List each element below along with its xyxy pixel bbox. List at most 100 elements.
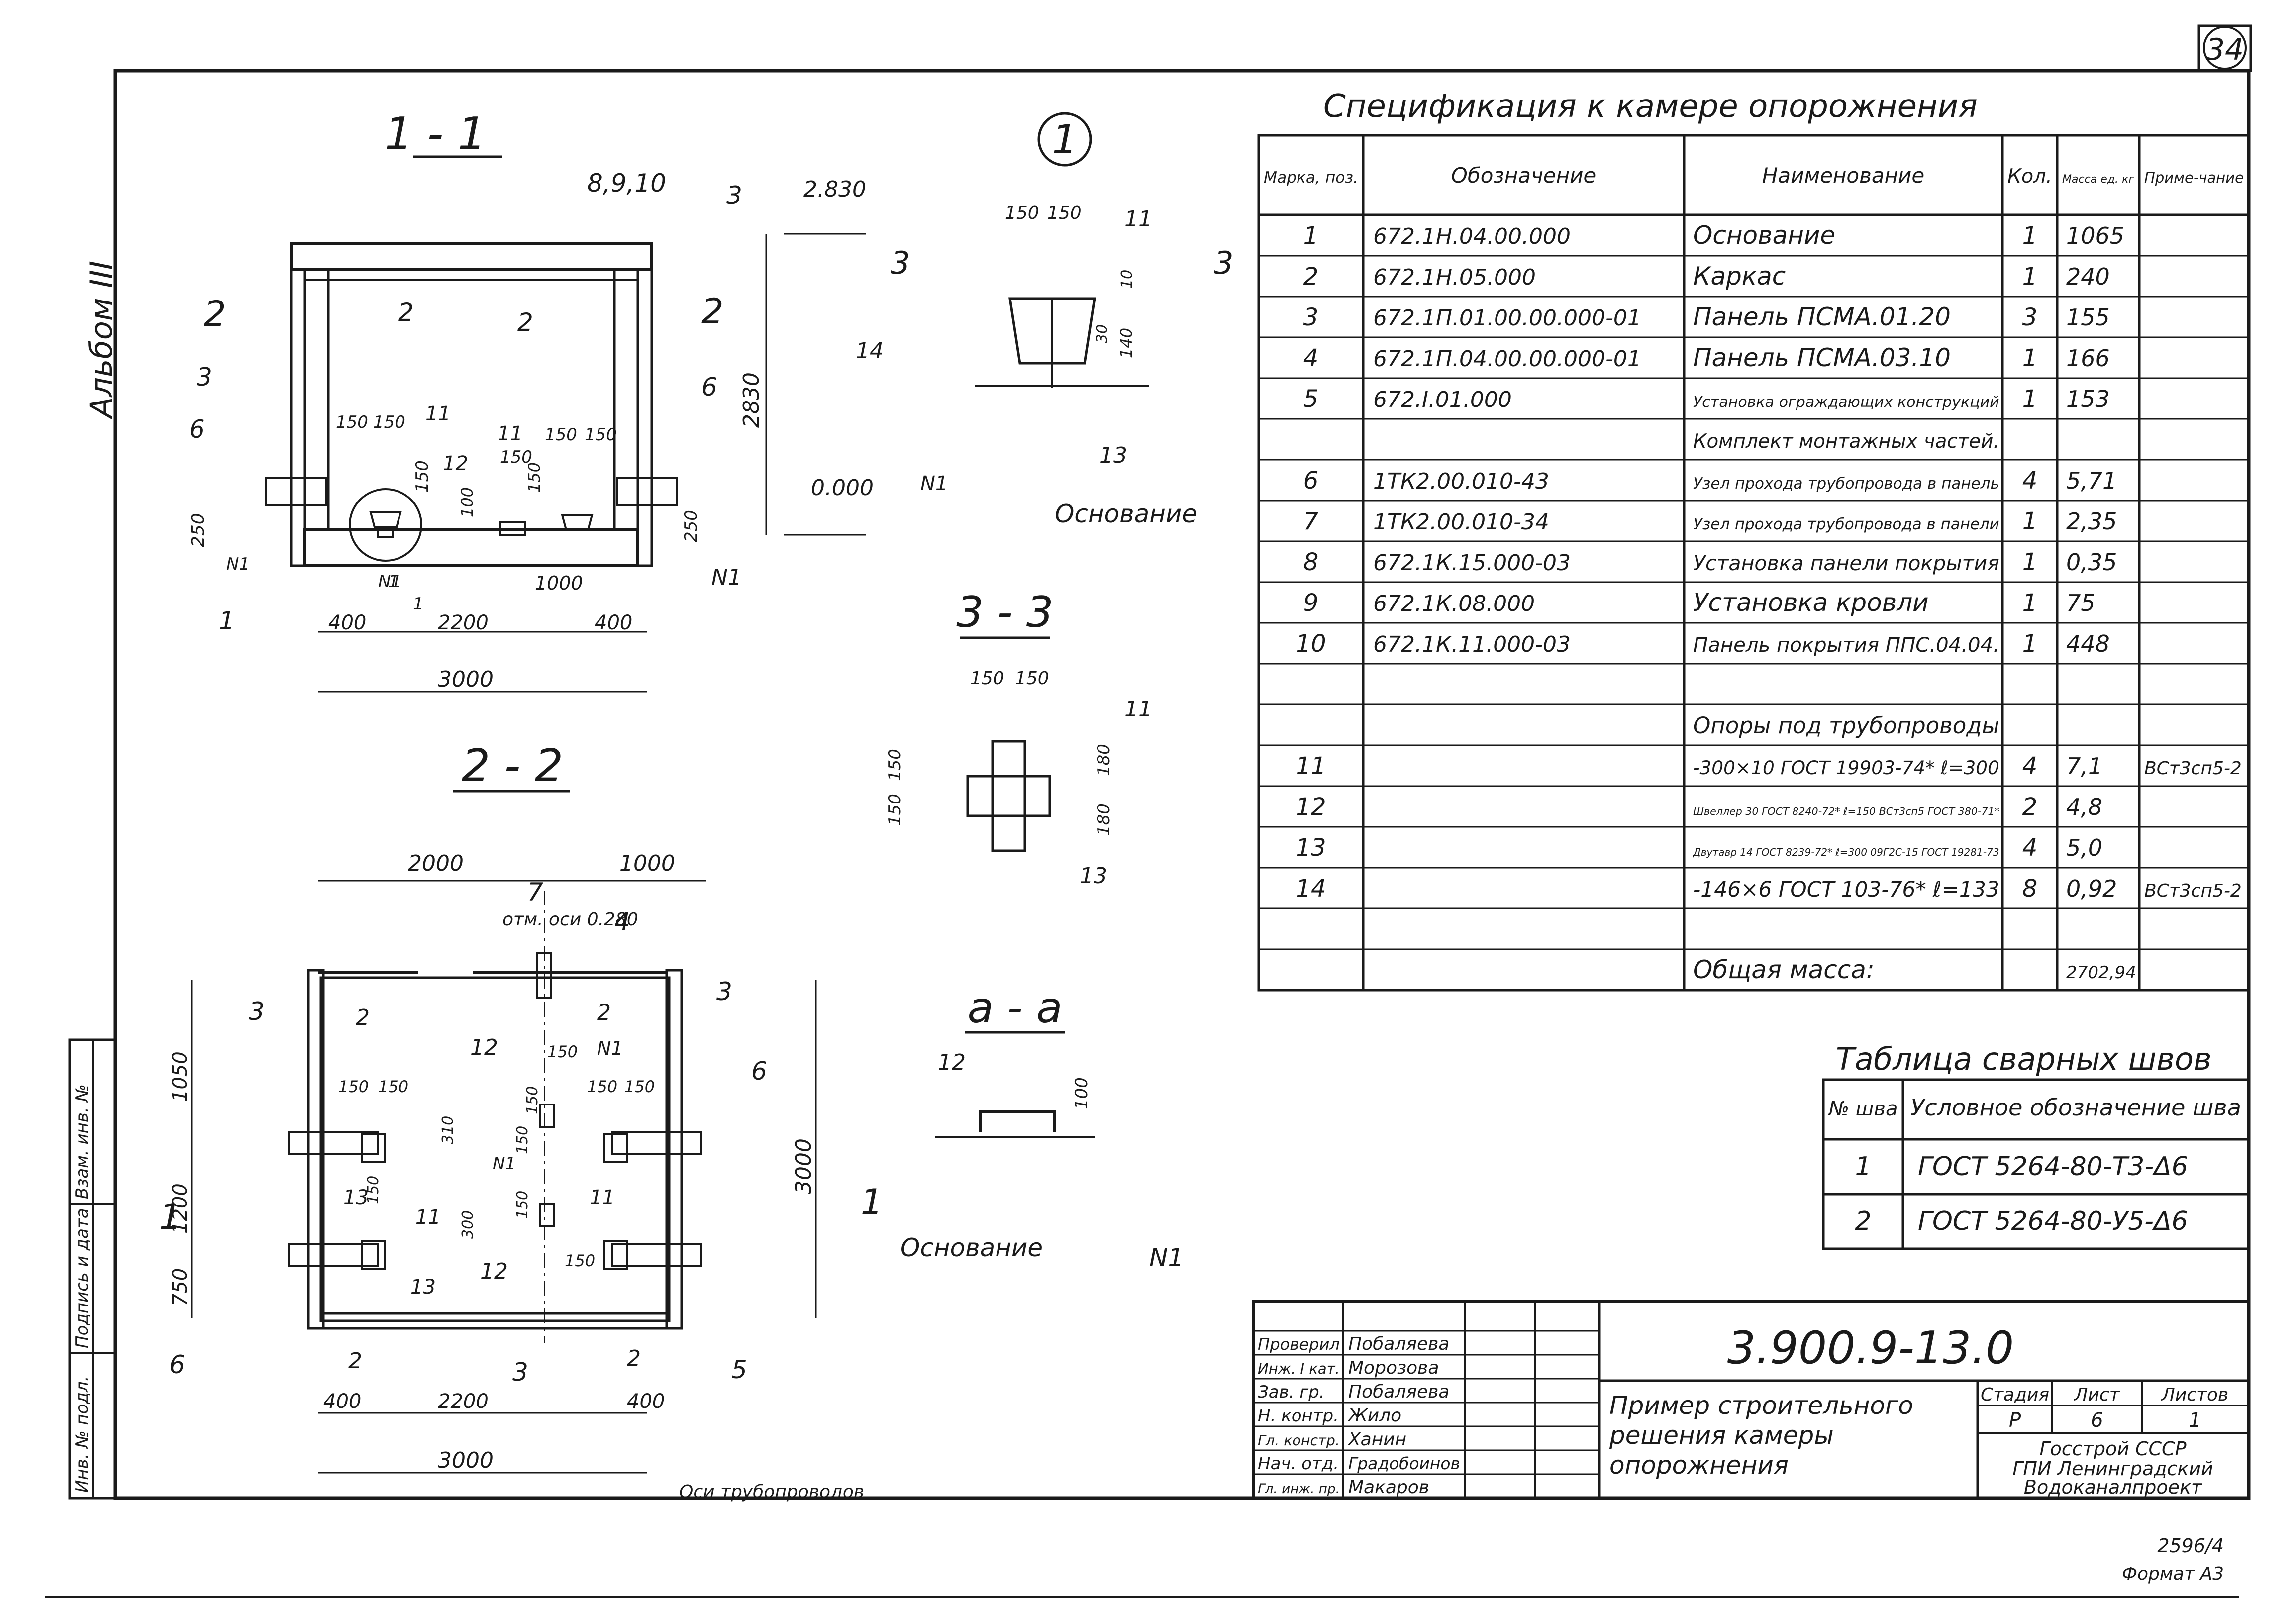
side-stamp-replace: Взам. инв. № (72, 1084, 92, 1199)
spec-cell-pos: 5 (1303, 385, 1319, 413)
spec-cell-code: 672.I.01.000 (1373, 387, 1512, 412)
doc-description: Пример строительного решения камеры опор… (1609, 1391, 1913, 1480)
s22-dim-150e: 150 (624, 1077, 655, 1096)
s22-label-3c: 3 (512, 1358, 528, 1387)
spec-cell-qty: 4 (2022, 834, 2038, 862)
weld-code: ГОСТ 5264-80-У5-Δ6 (1918, 1206, 2188, 1236)
s22-label-6a: 6 (751, 1057, 767, 1086)
spec-cell-code: 672.1Н.04.00.000 (1373, 224, 1571, 249)
s11-label-1b: 1 (413, 594, 424, 614)
s11-dim-3000: 3000 (438, 667, 494, 692)
spec-cell-note: ВСт3сп5-2 (2144, 758, 2242, 779)
spec-header-1: Обозначение (1451, 163, 1596, 188)
node-1-label-base: Основание (1055, 500, 1197, 528)
s11-dim-400a: 400 (328, 611, 366, 634)
spec-header-3: Кол. (2007, 165, 2052, 188)
doc-number: 3.900.9-13.0 (1727, 1322, 2014, 1374)
s22-label-2a: 2 (356, 1005, 370, 1030)
s22-label-pipe-axes: Оси трубопроводов (679, 1482, 864, 1502)
s22-label-12b: 12 (480, 1259, 508, 1284)
node-1: 1 11 14 13 N1 Основание 3 3 150 150 10 3… (856, 112, 1233, 528)
spec-cell-code: 672.1Н.05.000 (1373, 265, 1536, 290)
weld-code: ГОСТ 5264-80-Т3-Δ6 (1918, 1152, 2188, 1182)
signature-row: Гл. констр.Ханин (1258, 1429, 1406, 1450)
spec-header-0: Марка, поз. (1264, 169, 1358, 187)
s22-dim-750: 750 (169, 1268, 192, 1306)
s11-dim-2200: 2200 (438, 611, 489, 634)
aa-label-base: Основание (900, 1233, 1043, 1262)
signature-name: Жило (1347, 1406, 1401, 1426)
spec-cell-mass: 153 (2066, 386, 2110, 412)
s33-label-11: 11 (1124, 697, 1152, 722)
spec-cell-mass: 4,8 (2066, 794, 2102, 820)
s22-label-13b: 13 (410, 1276, 436, 1299)
spec-cell-mass: 2,35 (2066, 508, 2117, 535)
section-3-3-title: 3 - 3 (956, 588, 1053, 637)
s22-dim-3000v: 3000 (791, 1138, 816, 1194)
spec-cell-mass: 0,35 (2066, 549, 2117, 576)
section-1-1: 1 - 1 8,9,10 3 2 2 3 6 6 2 2 1 (188, 108, 874, 693)
spec-cell-code: 672.1К.11.000-03 (1373, 632, 1571, 657)
node-1-dim-10: 10 (1118, 270, 1136, 289)
spec-title: Спецификация к камере опорожнения (1323, 88, 1978, 125)
s11-label-11b: 11 (498, 422, 523, 445)
side-stamp-inv: Инв. № подл. (72, 1376, 92, 1493)
spec-cell-name: Панель ПСМА.01.20 (1693, 302, 1951, 331)
s33-dim-150b: 150 (1015, 668, 1049, 689)
s11-label-6a: 6 (189, 415, 205, 444)
s11-label-1c: 1 (388, 572, 399, 592)
spec-cell-name: -146×6 ГОСТ 103-76* ℓ=133 (1693, 877, 1999, 902)
s22-label-11b: 11 (590, 1186, 615, 1209)
s11-dim-2830: 2830 (739, 372, 764, 428)
signature-row: Зав. гр.Побаляева (1258, 1382, 1449, 1402)
signature-role: Нач. отд. (1258, 1454, 1339, 1474)
s11-dim-250b: 250 (681, 510, 701, 542)
s22-label-2b: 2 (597, 1000, 611, 1025)
spec-cell-name: -300×10 ГОСТ 19903-74* ℓ=300 (1693, 757, 1999, 779)
spec-row: Общая масса:2702,94 (1693, 955, 2136, 984)
s11-label-12: 12 (443, 452, 468, 475)
s11-label-2a: 2 (398, 298, 414, 327)
s22-dim-400a: 400 (323, 1390, 361, 1413)
node-1-dim-30: 30 (1094, 324, 1111, 343)
spec-cell-mass: 75 (2066, 590, 2096, 616)
s22-dim-150c: 150 (547, 1042, 578, 1061)
signature-name: Побаляева (1348, 1382, 1449, 1402)
s11-label-n1b: N1 (378, 572, 401, 592)
spec-cell-mass: 7,1 (2066, 753, 2102, 780)
spec-cell-mass: 2702,94 (2066, 963, 2136, 983)
section-2-2: 2 - 2 7 отм. оси 0.280 4 2 2 3 (159, 740, 883, 1502)
drawing-frame: 3 4 Инв. № подл. Подпись и дата Взам. инв… (45, 24, 2252, 1598)
section-3-3: 3 - 3 11 13 150 150 150 150 180 180 (885, 588, 1152, 889)
s22-label-7: 7 (527, 878, 543, 906)
signature-role: Н. контр. (1258, 1406, 1339, 1426)
section-a-a: а - а 12 Основание N1 100 (900, 983, 1184, 1272)
footer-number: 2596/4 (2157, 1535, 2224, 1557)
s22-label-3b: 3 (716, 977, 732, 1006)
node-1-title: 1 (1052, 116, 1078, 163)
org-line-1: Госстрой СССР (2039, 1438, 2186, 1460)
s22-dim-150i: 150 (565, 1251, 595, 1270)
node-1-mark-3b: 3 (1214, 245, 1233, 281)
spec-cell-pos: 13 (1296, 834, 1326, 862)
side-stamp: Инв. № подл. Подпись и дата Взам. инв. № (72, 1084, 92, 1493)
spec-cell-pos: 3 (1303, 303, 1319, 331)
spec-cell-pos: 11 (1296, 752, 1326, 780)
s22-section-mark-1b: 1 (861, 1182, 883, 1222)
s22-dim-150a: 150 (338, 1077, 369, 1096)
s22-dim-150h: 150 (514, 1191, 531, 1219)
s22-label-2d: 2 (627, 1346, 641, 1371)
org-line-3: Водоканалпроект (2024, 1476, 2203, 1498)
s22-dim-150f: 150 (514, 1126, 531, 1154)
spec-cell-name: Установка панели покрытия (1693, 551, 1999, 575)
signature-name: Ханин (1347, 1429, 1406, 1450)
s22-label-11a: 11 (415, 1206, 441, 1229)
sheets-header: Листов (2161, 1385, 2228, 1405)
